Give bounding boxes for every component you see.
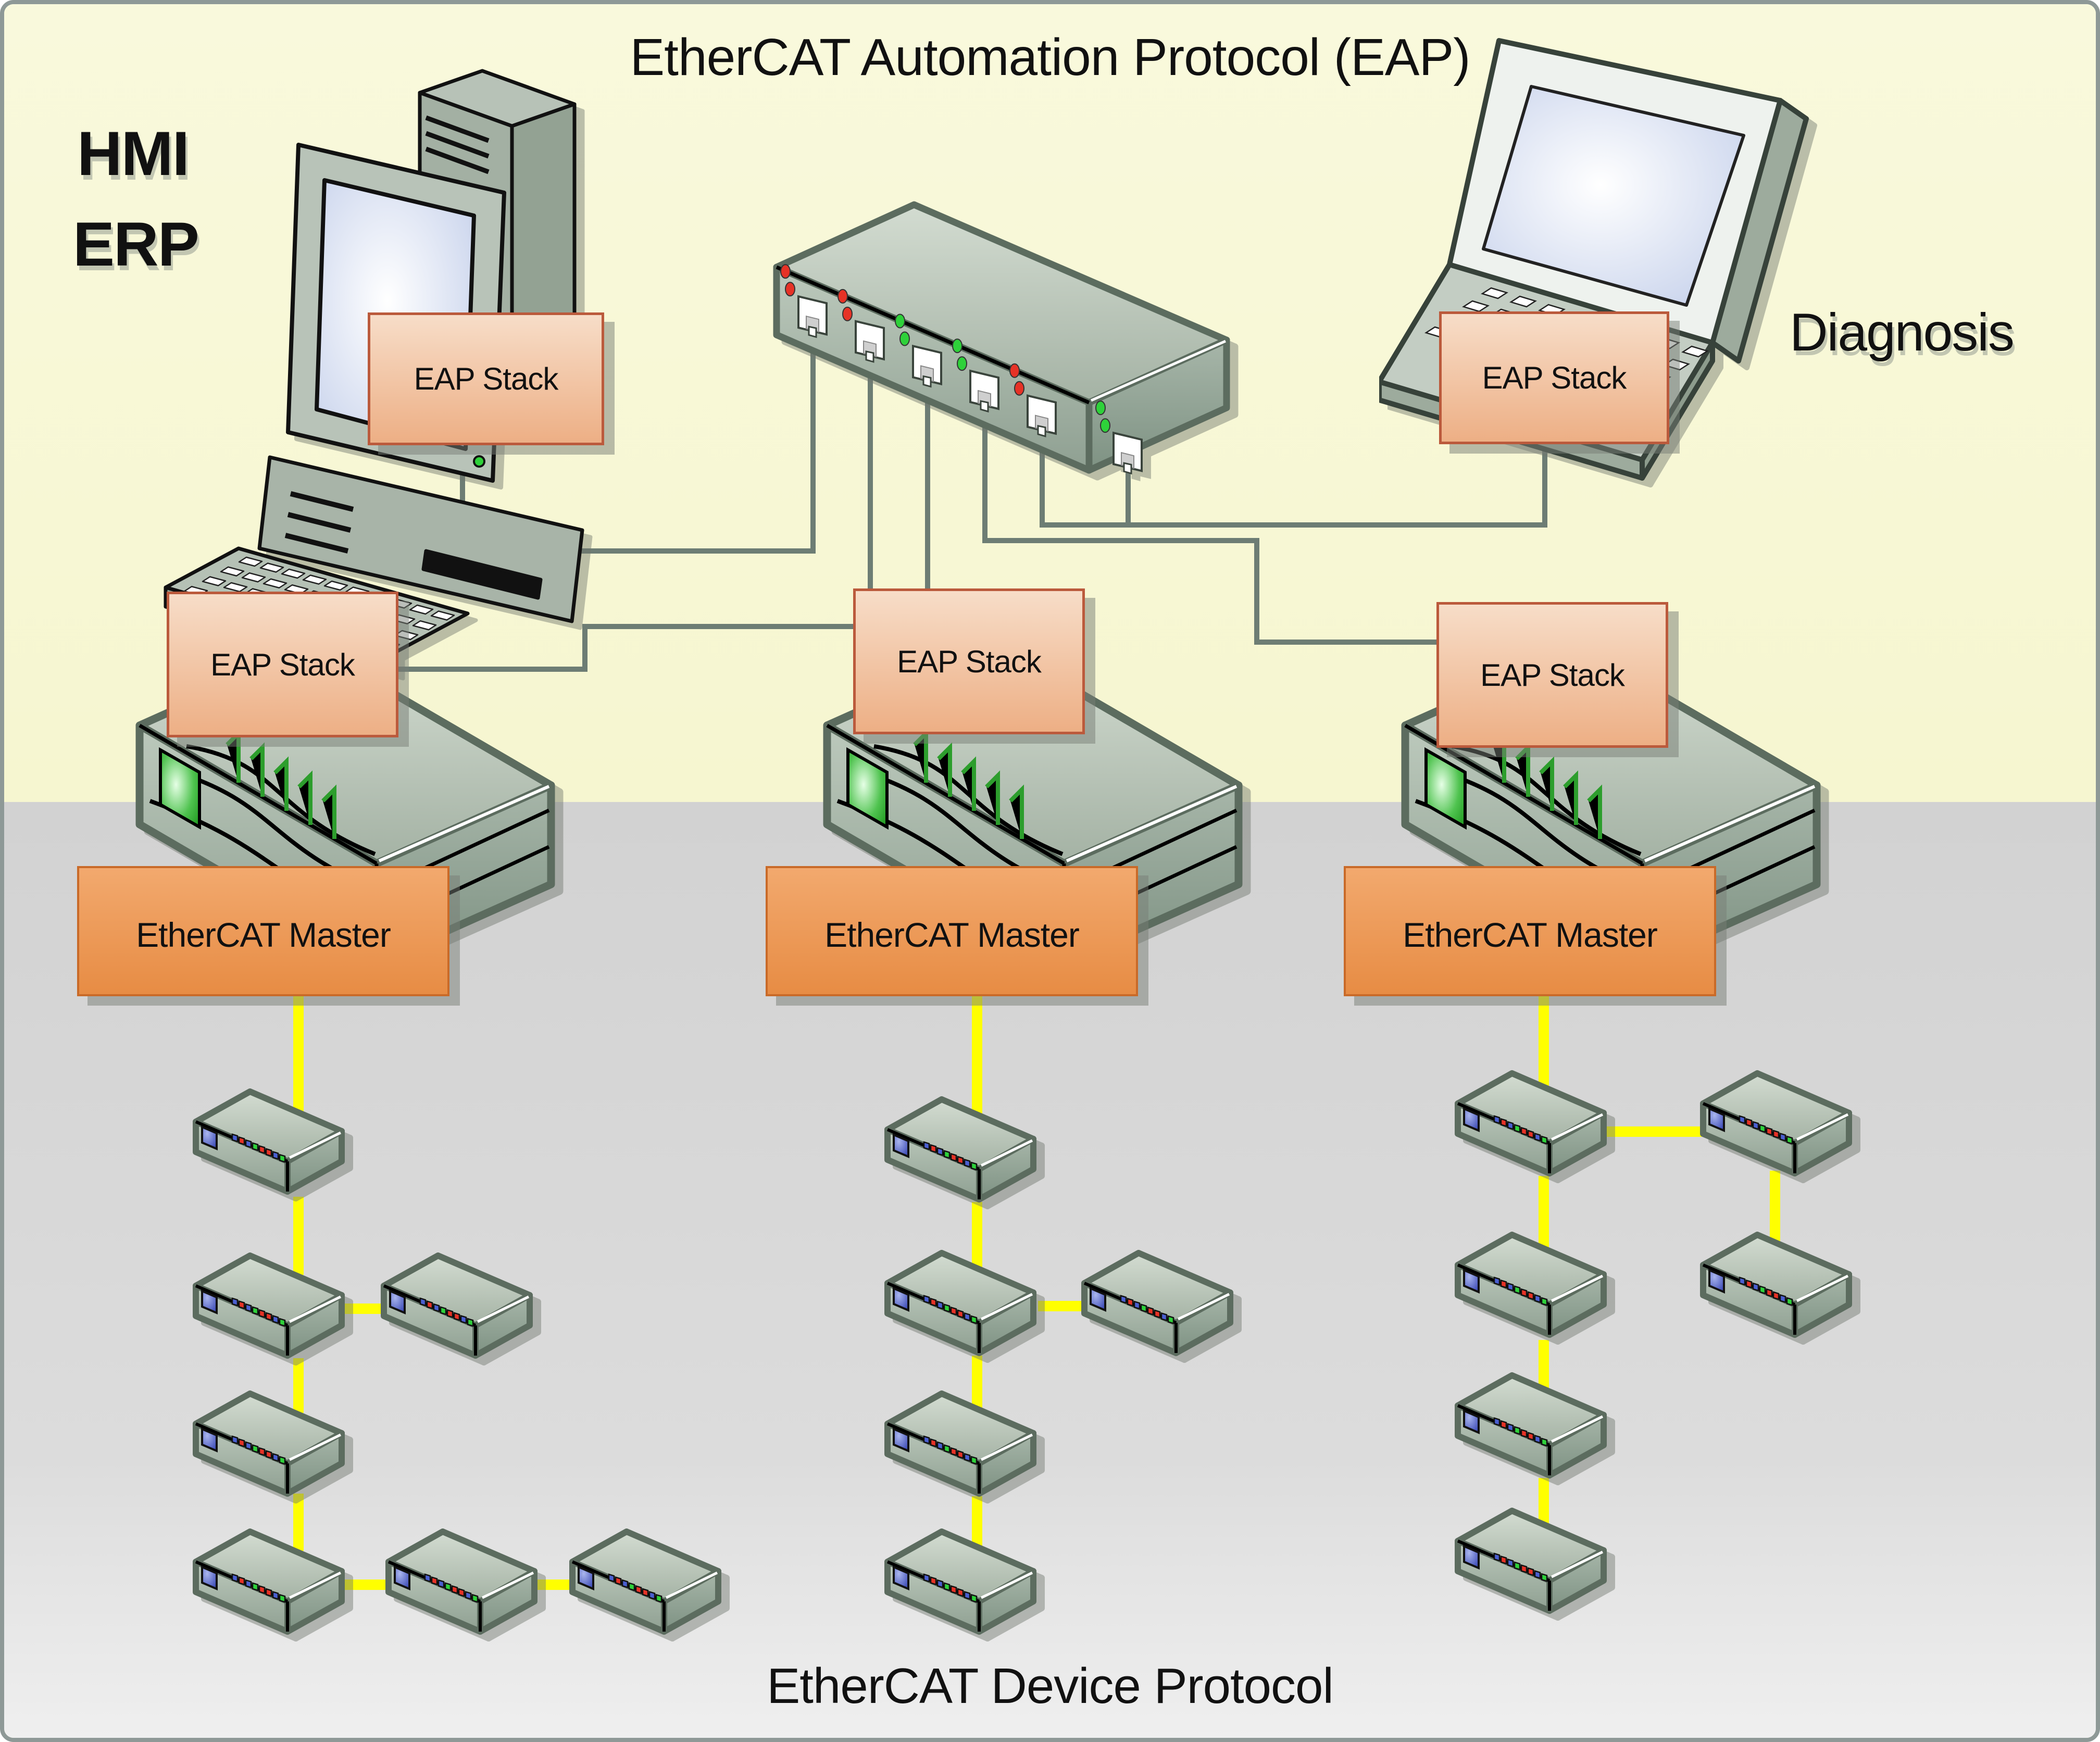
eap-stack-box-master-left: EAP Stack — [167, 592, 398, 737]
page-title: EtherCAT Automation Protocol (EAP) — [630, 28, 1470, 86]
eap-stack-label: EAP Stack — [210, 647, 355, 682]
slave-device — [879, 1085, 1046, 1215]
ethercat-master-box-left: EtherCAT Master — [77, 866, 449, 996]
slave-device — [1449, 1059, 1616, 1189]
slave-device — [376, 1241, 542, 1371]
ethercat-master-box-middle: EtherCAT Master — [766, 866, 1138, 996]
slave-device — [879, 1238, 1046, 1369]
ethercat-master-box-right: EtherCAT Master — [1344, 866, 1716, 996]
ethercat-master-label: EtherCAT Master — [824, 916, 1080, 954]
slave-device — [380, 1517, 547, 1647]
hmi-label: HMI — [77, 119, 190, 189]
slave-device — [1695, 1220, 1861, 1350]
eap-stack-box-master-right: EAP Stack — [1436, 602, 1668, 748]
eap-stack-box-diagnosis: EAP Stack — [1439, 311, 1669, 444]
erp-label: ERP — [73, 209, 199, 279]
connector-layer — [293, 327, 1780, 1590]
eap-stack-box-master-middle: EAP Stack — [853, 588, 1085, 734]
network-switch — [762, 137, 1241, 483]
eap-stack-label: EAP Stack — [1480, 657, 1625, 693]
eap-connectors — [396, 327, 1547, 672]
device-protocol-label: EtherCAT Device Protocol — [767, 1658, 1334, 1714]
slave-device — [879, 1379, 1046, 1509]
slave-device — [1449, 1220, 1616, 1350]
eap-stack-label: EAP Stack — [414, 361, 559, 396]
slave-device — [1449, 1496, 1616, 1626]
slave-device — [188, 1379, 354, 1509]
diagnosis-label: Diagnosis — [1790, 303, 2015, 362]
slave-device — [564, 1517, 731, 1647]
slave-device — [188, 1517, 354, 1647]
slave-device — [879, 1517, 1046, 1647]
eap-stack-label: EAP Stack — [897, 644, 1042, 679]
slave-device — [1449, 1361, 1616, 1491]
slave-device — [188, 1077, 354, 1207]
slave-device — [1076, 1238, 1243, 1369]
ethercat-master-label: EtherCAT Master — [1403, 916, 1658, 954]
eap-stack-box-hmi: EAP Stack — [368, 312, 604, 445]
slave-device — [1695, 1059, 1861, 1189]
ethercat-master-label: EtherCAT Master — [136, 916, 391, 954]
eap-stack-label: EAP Stack — [1482, 360, 1627, 395]
slave-device — [188, 1241, 354, 1371]
ethercat-cables — [293, 983, 1780, 1590]
